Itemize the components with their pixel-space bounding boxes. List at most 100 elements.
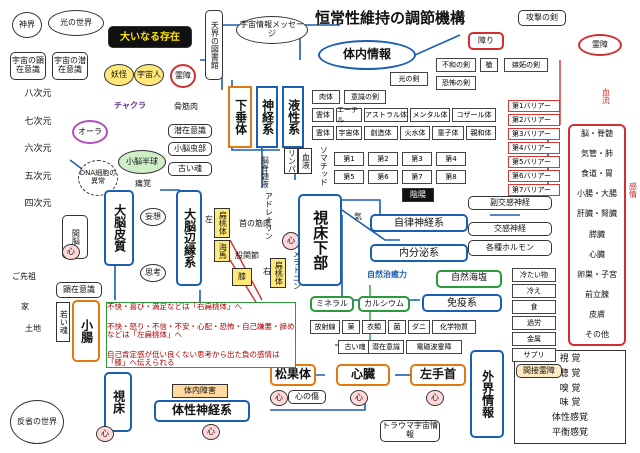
dim-4: 四次元 [24, 199, 52, 210]
kotsu-label: 骨筋肉 [174, 101, 198, 111]
grid-hikari: 光の剣 [390, 72, 428, 86]
koukan-box: 交感神経 [468, 222, 552, 236]
kogeki-box: 攻撃の剣 [518, 10, 566, 26]
hentotai-left: 扁桃体 [214, 208, 230, 238]
chibi-label: 痛覚 [135, 178, 151, 188]
barrier-2: 第2バリアー [508, 114, 560, 126]
barrier-1: 第1バリアー [508, 100, 560, 112]
organ-9: 前立腺 [585, 289, 609, 299]
shoukotai-heart: 心 [270, 390, 288, 406]
shogai-box: 障り [468, 32, 504, 50]
num-8: 第8 [436, 170, 466, 184]
sense-5: 体性感覚 [551, 413, 588, 424]
sense-4: 味 覚 [559, 398, 581, 409]
hiza-box: 膝 [232, 268, 252, 286]
dim-6: 六次元 [24, 144, 52, 155]
yousei-oval: 妖怪 [104, 64, 134, 86]
sword-yari: 槍 [480, 58, 498, 72]
kokoro-kizu-box: 心の傷 [288, 390, 326, 404]
num-3: 第3 [402, 152, 432, 166]
grid-astral: アストラル体 [364, 108, 408, 122]
organs-list: 脳・脊髄 気管・肺 食道・胃 小腸・大腸 肝臓・腎臓 膵臓 心臓 卵巣・子宮 前… [568, 124, 626, 346]
dim-5: 五次元 [24, 171, 52, 182]
chem-dani: ダニ [408, 320, 430, 334]
grid-reitai: 霊体 [312, 108, 334, 122]
tochi-label: 土地 [25, 323, 41, 333]
shinzou-heart: 心 [350, 390, 368, 406]
barrier-4: 第4バリアー [508, 142, 560, 154]
organ-10: 皮膚 [589, 309, 605, 319]
shishouka-box: 視床下部 [298, 194, 342, 286]
ki-label: 気 [354, 211, 362, 221]
grid-douji: 童子体 [432, 126, 464, 140]
organ-8: 卵巣・子宮 [577, 269, 617, 279]
kansei-label: 感情 [628, 182, 638, 198]
reisho-oval: 霊障 [170, 64, 196, 88]
shocho-box: 小腸 [72, 300, 100, 362]
mineral-box: ミネラル [310, 296, 354, 312]
migi-label: 右 [263, 266, 271, 276]
fukukoukan-box: 副交感神経 [468, 196, 552, 210]
gosenzo-label: ご先祖 [12, 271, 36, 281]
grid-uchutai: 宇宙体 [336, 126, 362, 140]
melatonin-label: メラトニン [292, 250, 302, 290]
tai-shinkei-box: 体性神経系 [154, 400, 250, 422]
shonouchu-box: 小脳虫部 [168, 142, 212, 156]
tenkai-box: 天界の図書館 [205, 10, 223, 80]
hietai-cell: 冷たい物 [512, 268, 556, 282]
kubi-label: 首の筋肉 [239, 218, 271, 228]
page-title: 恒常性維持の調節機構 [314, 8, 465, 27]
furui-box2: 古い魂 [338, 340, 372, 354]
chem-rad: 放射線 [310, 320, 340, 334]
meneki-box: 免疫系 [422, 294, 502, 312]
senzai-box3: 潜在意識 [368, 340, 404, 354]
sense-1: 視 覚 [559, 354, 581, 364]
mouso-oval: 妄想 [140, 208, 166, 226]
rinpa-box: リンパ [284, 148, 298, 174]
shoukotai-box: 松果体 [270, 364, 316, 386]
grid-nikutai: 肉体 [312, 90, 340, 104]
jiritsu-box: 自律神経系 [370, 214, 468, 232]
denjiha-box: 電磁波霊障 [406, 340, 462, 354]
somatic-label: ソマチッド [319, 146, 329, 186]
num-6: 第6 [368, 170, 398, 184]
shikou-oval: 思考 [140, 264, 166, 282]
note-line-1: 不快・喜び・満足などは「右扁桃体」へ [107, 302, 242, 311]
ie-label: 家 [21, 301, 29, 311]
kanno-label: 間脳 [71, 229, 81, 245]
shikyu-box: 視床 [104, 372, 132, 432]
furui-box: 古い魂 [168, 162, 212, 176]
note-line-3: 自己肯定感が低い良くない思考から出た負の感情は「膝」へ伝えられる [107, 349, 280, 367]
sword-fuwa: 不和の剣 [436, 58, 476, 72]
kaji-cell: 過労 [512, 316, 556, 330]
dim-8: 八次元 [24, 89, 52, 99]
grid-kasui: 火水体 [400, 126, 430, 140]
calcium-box: カルシウム [358, 296, 410, 312]
hentotai-right: 扁桃体 [270, 258, 286, 288]
sense-3: 嗅 覚 [559, 383, 581, 394]
kenzai-box: 宇宙の顕在意識 [10, 52, 46, 80]
ketsuryu-label: 血流 [601, 88, 611, 104]
barrier-5: 第5バリアー [508, 156, 560, 168]
hansei-oval: 反省の世界 [10, 400, 64, 444]
kansetsu-box: 間接霊障 [516, 364, 562, 378]
ekisei-box: 液性系 [282, 86, 304, 148]
wakai-box: 若い魂 [56, 302, 70, 342]
uchu-msg-oval: 宇宙情報メッセージ [236, 16, 308, 44]
shinzou-box: 心臓 [336, 364, 390, 386]
inyo-label: 陰陽 [402, 188, 434, 202]
senzai-box2: 潜在意識 [168, 124, 212, 138]
grid-ether: エーテル [336, 106, 362, 124]
chem-irui: 衣類 [362, 320, 386, 334]
organ-1: 脳・脊髄 [581, 129, 613, 138]
chem-kusuri: 薬 [342, 320, 360, 334]
senses-list: 視 覚 聴 覚 嗅 覚 味 覚 体性感覚 平衡感覚 [514, 350, 626, 444]
uchujin-oval: 宇宙人 [134, 64, 164, 86]
barrier-6: 第6バリアー [508, 170, 560, 182]
num-7: 第7 [402, 170, 432, 184]
sword-shitto: 嫉妬の剣 [504, 58, 548, 72]
chem-kin: 菌 [388, 320, 406, 334]
organ-2: 気管・肺 [581, 149, 613, 159]
organ-7: 心臓 [589, 249, 605, 259]
